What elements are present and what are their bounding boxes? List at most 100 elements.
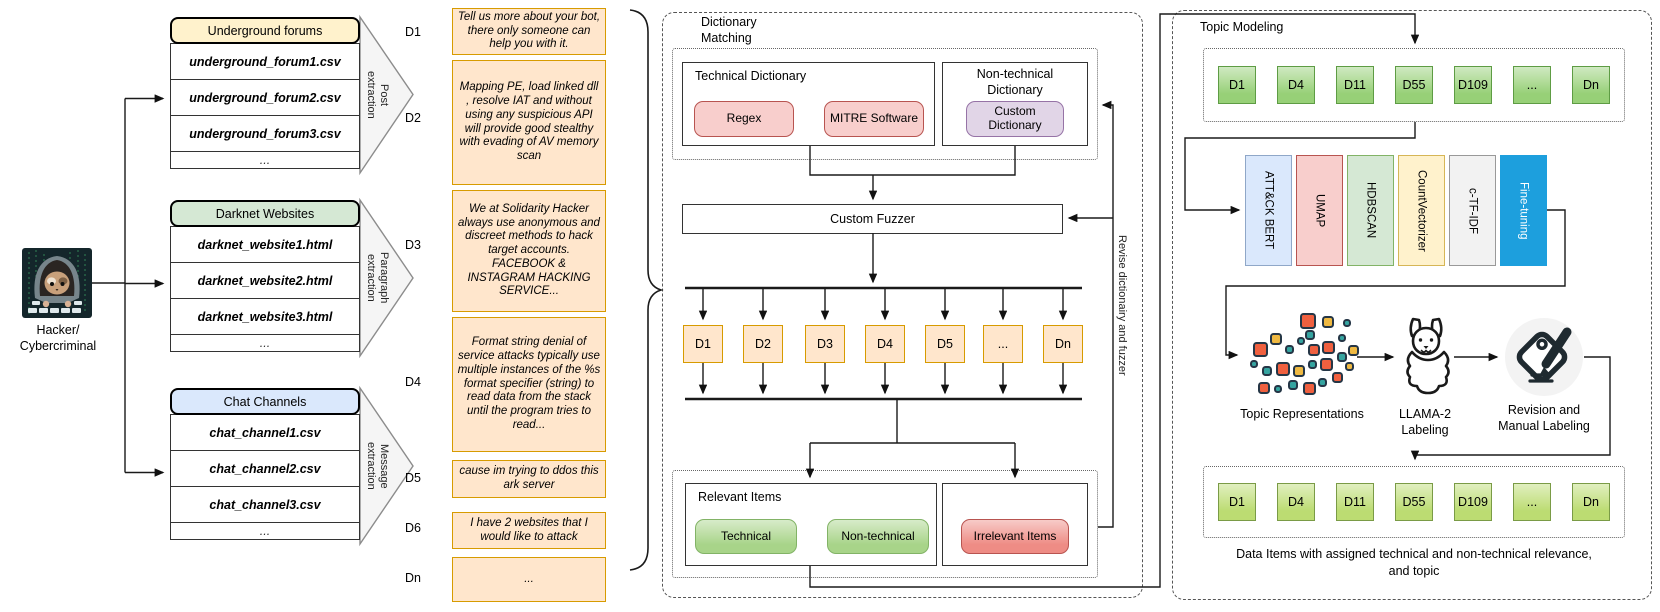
data-item-label: D1 xyxy=(405,25,421,39)
topic-dot xyxy=(1258,382,1270,394)
file-row: chat_channel2.csv xyxy=(170,450,360,487)
source-group-chat-channels: Chat Channels chat_channel1.csv chat_cha… xyxy=(170,388,360,540)
topic-representations-cluster xyxy=(1243,312,1359,400)
doc-chip: Dn xyxy=(1043,325,1083,363)
topic-dot xyxy=(1303,382,1316,395)
topic-dot xyxy=(1250,360,1258,368)
data-item-box: cause im trying to ddos this ark server xyxy=(452,460,606,498)
file-row: underground_forum3.csv xyxy=(170,115,360,152)
file-row-ellipsis: ... xyxy=(170,522,360,540)
pipeline-stage-hdbscan: HDBSCAN xyxy=(1347,155,1394,266)
pipeline-stage-ctfidf: c-TF-IDF xyxy=(1449,155,1496,266)
topic-dot xyxy=(1276,362,1290,376)
data-item-label: D4 xyxy=(405,375,421,389)
step-label-topic-representations: Topic Representations xyxy=(1240,407,1364,421)
data-item-label: Dn xyxy=(405,571,421,585)
topic-dot xyxy=(1338,334,1346,342)
source-group-underground-forums: Underground forums underground_forum1.cs… xyxy=(170,17,360,169)
technical-chip: Technical xyxy=(695,519,797,554)
doc-chip: D4 xyxy=(1277,483,1315,521)
topic-dot xyxy=(1293,365,1305,377)
topic-dot xyxy=(1343,319,1351,327)
non-technical-chip: Non-technical xyxy=(827,519,929,554)
doc-chip: D1 xyxy=(1218,483,1256,521)
topic-dot xyxy=(1253,342,1268,357)
file-row: underground_forum2.csv xyxy=(170,79,360,116)
pipeline-stage-label: Fine-tuning xyxy=(1517,181,1530,240)
output-caption: Data Items with assigned technical and n… xyxy=(1236,547,1592,578)
file-row: chat_channel1.csv xyxy=(170,414,360,451)
topic-output-docs-container: D1 D4 D11 D55 D109 ... Dn xyxy=(1203,466,1625,538)
doc-chip: D5 xyxy=(925,325,965,363)
technical-dictionary-title: Technical Dictionary xyxy=(695,69,807,83)
data-item-box: I have 2 websites that I would like to a… xyxy=(452,512,606,549)
source-group-header: Underground forums xyxy=(170,17,360,44)
topic-dot xyxy=(1345,362,1354,371)
data-item-box: Tell us more about your bot, there only … xyxy=(452,8,606,55)
data-item-label: D6 xyxy=(405,521,421,535)
data-item-box: Mapping PE, load linked dll , resolve IA… xyxy=(452,60,606,185)
topic-dot xyxy=(1270,333,1282,345)
topic-dot xyxy=(1318,378,1327,387)
message-extraction-label: Message extraction xyxy=(365,442,391,490)
topic-dot xyxy=(1320,358,1333,371)
pipeline-stage-label: ATT&CK BERT xyxy=(1262,171,1275,250)
topic-dot xyxy=(1274,385,1282,393)
doc-chip: D109 xyxy=(1454,483,1492,521)
data-item-box: ... xyxy=(452,557,606,602)
pipeline-stage-attck-bert: ATT&CK BERT xyxy=(1245,155,1292,266)
doc-chip: D4 xyxy=(865,325,905,363)
topic-dot xyxy=(1297,337,1305,345)
topic-dot xyxy=(1308,344,1320,356)
doc-chip-ellipsis: ... xyxy=(1513,483,1551,521)
doc-chip-ellipsis: ... xyxy=(983,325,1023,363)
hacker-image xyxy=(22,248,92,318)
pipeline-stage-umap: UMAP xyxy=(1296,155,1343,266)
topic-input-docs-container: D1 D4 D11 D55 D109 ... Dn xyxy=(1203,48,1625,122)
topic-modeling-title: Topic Modeling xyxy=(1200,20,1284,34)
data-item-box: We at Solidarity Hacker always use anony… xyxy=(452,190,606,312)
data-item-box: Format string denial of service attacks … xyxy=(452,317,606,452)
data-item-label: D5 xyxy=(405,471,421,485)
topic-dot xyxy=(1308,360,1317,369)
llama-icon xyxy=(1406,317,1450,395)
source-group-header: Darknet Websites xyxy=(170,200,360,227)
source-group-darknet-websites: Darknet Websites darknet_website1.html d… xyxy=(170,200,360,352)
topic-dot xyxy=(1285,345,1294,354)
post-extraction-label: Post extraction xyxy=(365,71,391,119)
topic-dot xyxy=(1332,372,1343,383)
file-row: darknet_website3.html xyxy=(170,298,360,335)
file-row: darknet_website1.html xyxy=(170,226,360,263)
step-label-revision-manual-labeling: Revision and Manual Labeling xyxy=(1498,403,1590,434)
actor-label: Hacker/ Cybercriminal xyxy=(19,323,97,354)
file-row: darknet_website2.html xyxy=(170,262,360,299)
pipeline-stage-finetuning: Fine-tuning xyxy=(1500,155,1547,266)
pipeline-stage-label: CountVectorizer xyxy=(1415,169,1428,252)
file-row: underground_forum1.csv xyxy=(170,43,360,80)
doc-chip: D11 xyxy=(1336,66,1374,104)
doc-chip: D55 xyxy=(1395,483,1433,521)
source-group-header: Chat Channels xyxy=(170,388,360,415)
custom-fuzzer-box: Custom Fuzzer xyxy=(682,204,1063,234)
mitre-software-chip: MITRE Software xyxy=(824,101,924,137)
doc-chip: Dn xyxy=(1572,66,1610,104)
paragraph-extraction-label: Paragraph extraction xyxy=(365,252,391,304)
relevant-items-title: Relevant Items xyxy=(698,490,782,504)
data-item-label: D3 xyxy=(405,238,421,252)
doc-chip: D1 xyxy=(683,325,723,363)
pipeline-stage-label: HDBSCAN xyxy=(1364,182,1377,239)
non-technical-dictionary-title: Non-technical Dictionary xyxy=(976,67,1054,97)
topic-dot xyxy=(1348,345,1359,356)
doc-chip: Dn xyxy=(1572,483,1610,521)
pipeline-stage-countvectorizer: CountVectorizer xyxy=(1398,155,1445,266)
feedback-label: Revise dictionairy and fuzzer xyxy=(1116,234,1128,376)
topic-dot xyxy=(1305,330,1315,340)
topic-dot xyxy=(1288,380,1298,390)
file-row: chat_channel3.csv xyxy=(170,486,360,523)
tag-pencil-icon xyxy=(1505,318,1583,396)
topic-dot xyxy=(1322,316,1334,328)
doc-chip: D3 xyxy=(805,325,845,363)
regex-chip: Regex xyxy=(694,101,794,137)
pipeline-stage-label: UMAP xyxy=(1313,193,1326,228)
